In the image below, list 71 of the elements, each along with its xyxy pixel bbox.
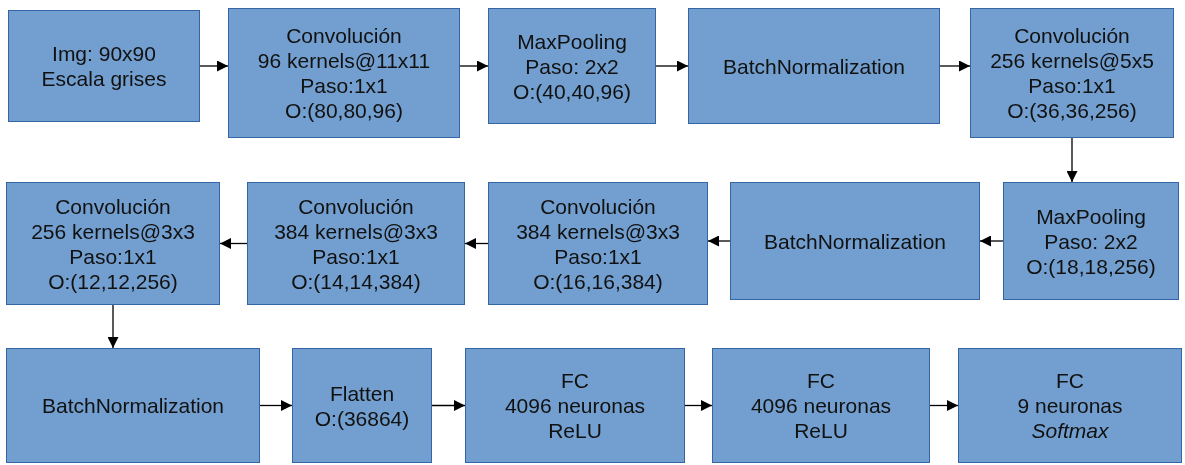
node-text: Escala grises — [41, 66, 167, 91]
node-text: Convolución — [286, 23, 402, 48]
arrow — [199, 60, 229, 72]
arrow — [939, 60, 971, 72]
node-text: Img: 90x90 — [52, 41, 156, 66]
process-box — [247, 182, 465, 305]
process-box — [712, 348, 930, 463]
node-text: 256 kernels@3x3 — [31, 218, 195, 244]
node-text: 9 neuronas — [1017, 393, 1123, 418]
process-box — [970, 8, 1174, 138]
node-text: 256 kernels@5x5 — [990, 48, 1154, 73]
node-text: 4096 neuronas — [504, 393, 646, 418]
node-text: BatchNormalization — [41, 393, 225, 418]
node-text: ReLU — [794, 418, 848, 443]
node-text: O:(14,14,384) — [291, 268, 421, 294]
process-box — [465, 348, 685, 463]
node-text: MaxPooling — [1036, 203, 1146, 229]
node-text: Convolución — [540, 193, 656, 219]
process-box — [958, 348, 1182, 463]
process-box — [1003, 182, 1179, 300]
process-box — [8, 10, 200, 122]
node-text: O:(80,80,96) — [285, 98, 403, 123]
process-box — [688, 8, 940, 124]
arrow — [655, 60, 689, 72]
process-box — [228, 8, 460, 138]
arrow — [464, 238, 489, 249]
node-text: Paso: 2x2 — [525, 53, 619, 79]
arrow — [1066, 137, 1078, 183]
process-box — [6, 182, 220, 305]
node-text: Softmax — [1031, 418, 1109, 443]
node-text: Paso: 2x2 — [1044, 228, 1138, 254]
process-box — [730, 182, 980, 300]
node-text: Paso:1x1 — [554, 243, 642, 269]
node-text: FC — [561, 368, 589, 393]
node-text: O:(40,40,96) — [513, 78, 631, 104]
node-text: MaxPooling — [517, 28, 627, 54]
node-text: Convolución — [1014, 23, 1130, 48]
arrow — [684, 400, 713, 411]
arrow — [107, 304, 119, 349]
node-text: 96 kernels@11x11 — [257, 48, 431, 73]
process-box — [488, 8, 656, 124]
node-text: 4096 neuronas — [750, 393, 892, 418]
arrow — [459, 60, 489, 72]
node-text: Paso:1x1 — [1028, 73, 1116, 98]
node-text: BatchNormalization — [763, 228, 947, 254]
node-text: O:(18,18,256) — [1026, 253, 1156, 279]
node-text: O:(36864) — [314, 405, 410, 431]
process-box — [6, 348, 260, 463]
node-text: Convolución — [55, 193, 171, 219]
node-text: O:(12,12,256) — [48, 268, 178, 294]
node-text: O:(16,16,384) — [533, 268, 663, 294]
node-text: FC — [807, 368, 835, 393]
node-text: O:(36,36,256) — [1007, 98, 1137, 123]
node-text: FC — [1056, 368, 1084, 393]
process-box — [488, 182, 708, 305]
process-box — [292, 348, 432, 463]
arrow — [979, 235, 1004, 247]
arrow — [431, 400, 466, 411]
node-text: ReLU — [548, 418, 602, 443]
arrow — [219, 238, 248, 249]
node-text: BatchNormalization — [722, 53, 906, 79]
node-text: Paso:1x1 — [312, 243, 400, 269]
arrow — [707, 235, 731, 247]
arrow — [259, 400, 293, 411]
node-text: Paso:1x1 — [300, 73, 388, 98]
node-text: Flatten — [329, 380, 395, 406]
node-text: Paso:1x1 — [69, 243, 157, 269]
arrow — [929, 400, 959, 411]
node-text: Convolución — [298, 193, 414, 219]
node-text: 384 kernels@3x3 — [274, 218, 438, 244]
node-text: 384 kernels@3x3 — [516, 218, 680, 244]
